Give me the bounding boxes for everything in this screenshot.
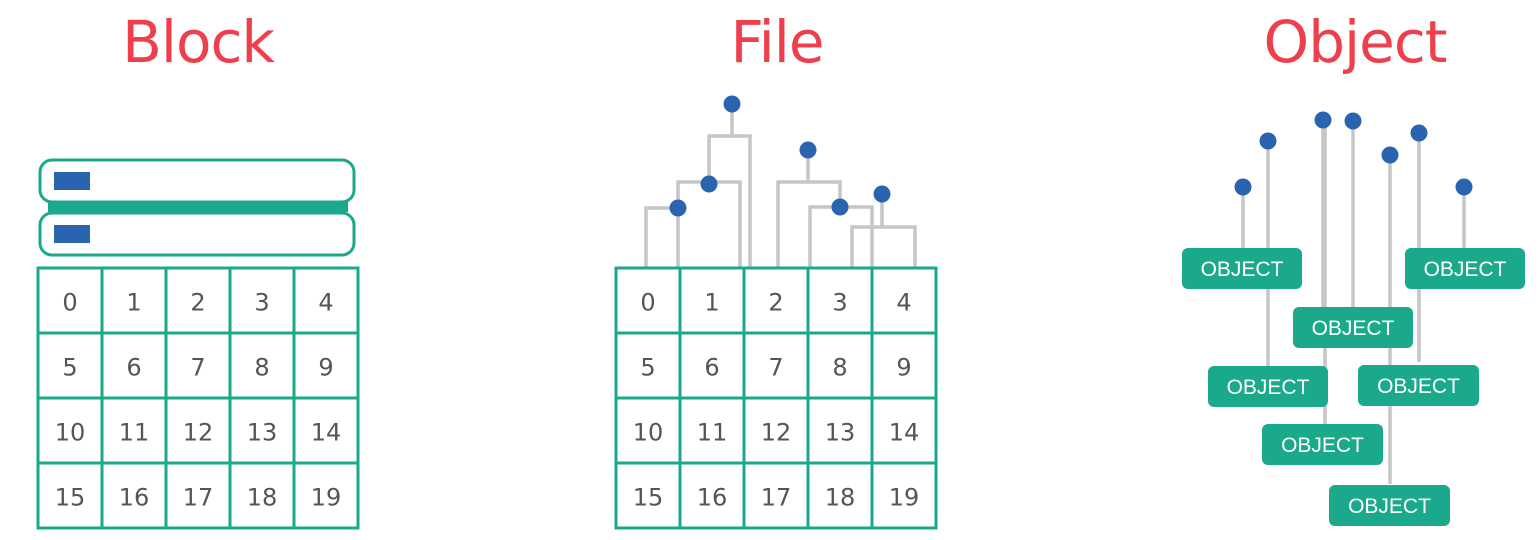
block-grid-cell-number: 8 xyxy=(254,354,269,382)
object-box-label: OBJECT xyxy=(1201,258,1284,281)
file-tree-branch xyxy=(644,206,680,268)
object-box xyxy=(1262,424,1383,465)
block-grid-cell-number: 6 xyxy=(126,354,141,382)
object-box-label: OBJECT xyxy=(1281,434,1364,457)
file-tree-node xyxy=(873,185,891,203)
block-grid-cell-number: 2 xyxy=(190,289,205,317)
file-grid-cell-number: 1 xyxy=(704,289,719,317)
file-tree-node xyxy=(669,199,687,217)
object-box xyxy=(1329,485,1450,526)
file-tree-node xyxy=(831,198,849,216)
file-grid-cell-number: 18 xyxy=(825,484,856,512)
block-grid-cell-number: 14 xyxy=(311,419,342,447)
object-box xyxy=(1293,307,1413,348)
file-grid-cell-number: 13 xyxy=(825,419,856,447)
file-grid-cell-number: 17 xyxy=(761,484,792,512)
block-grid-cell-number: 18 xyxy=(247,484,278,512)
block-volume-bar xyxy=(38,158,356,204)
object-metadata-node xyxy=(1455,178,1473,196)
file-tree-branch xyxy=(676,180,742,268)
object-metadata-node xyxy=(1344,112,1362,130)
file-tree-branch xyxy=(707,134,752,268)
file-grid-cell-number: 7 xyxy=(768,354,783,382)
file-tree-node xyxy=(799,141,817,159)
file-grid-cell-number: 3 xyxy=(832,289,847,317)
file-grid-cell-number: 2 xyxy=(768,289,783,317)
block-grid-cell-number: 16 xyxy=(119,484,150,512)
object-box-label: OBJECT xyxy=(1377,375,1460,398)
block-grid-cell-number: 13 xyxy=(247,419,278,447)
file-tree-node xyxy=(723,95,741,113)
file-grid-cell-number: 19 xyxy=(889,484,920,512)
file-grid-cell-number: 4 xyxy=(896,289,911,317)
object-box xyxy=(1182,248,1302,289)
file-tree-branch xyxy=(808,205,874,268)
object-box xyxy=(1208,366,1328,407)
object-metadata-node xyxy=(1314,111,1332,129)
block-grid-cell-number: 3 xyxy=(254,289,269,317)
block-grid-cell-number: 11 xyxy=(119,419,150,447)
block-volume-link xyxy=(48,202,348,212)
block-grid-cell-number: 9 xyxy=(318,354,333,382)
block-volume-indicator xyxy=(54,172,90,190)
object-box xyxy=(1358,365,1479,406)
object-metadata-node xyxy=(1259,132,1277,150)
block-grid-cell-number: 5 xyxy=(62,354,77,382)
block-title: Block xyxy=(122,8,275,76)
file-grid-cell-number: 10 xyxy=(633,419,664,447)
object-title: Object xyxy=(1263,8,1448,76)
file-grid-cell-number: 6 xyxy=(704,354,719,382)
file-grid-cell-number: 0 xyxy=(640,289,655,317)
block-grid-cell-number: 17 xyxy=(183,484,214,512)
block-grid-cell-number: 10 xyxy=(55,419,86,447)
file-grid-cell-number: 9 xyxy=(896,354,911,382)
file-title: File xyxy=(730,8,824,76)
block-grid-cell-number: 12 xyxy=(183,419,214,447)
object-box-label: OBJECT xyxy=(1348,495,1431,518)
file-tree-node xyxy=(700,175,718,193)
file-grid-cell-number: 15 xyxy=(633,484,664,512)
file-grid-cell-number: 5 xyxy=(640,354,655,382)
block-grid-cell-number: 19 xyxy=(311,484,342,512)
block-grid-cell-number: 0 xyxy=(62,289,77,317)
object-box-label: OBJECT xyxy=(1424,258,1507,281)
object-metadata-node xyxy=(1410,124,1428,142)
file-grid-cell-number: 12 xyxy=(761,419,792,447)
file-grid-cell-number: 8 xyxy=(832,354,847,382)
object-metadata-node xyxy=(1234,178,1252,196)
file-tree-branch xyxy=(850,225,917,268)
block-grid-cell-number: 1 xyxy=(126,289,141,317)
file-grid-cell-number: 16 xyxy=(697,484,728,512)
block-volume-indicator xyxy=(54,225,90,243)
object-box-label: OBJECT xyxy=(1227,376,1310,399)
block-grid-cell-number: 4 xyxy=(318,289,333,317)
file-grid-cell-number: 11 xyxy=(697,419,728,447)
object-box xyxy=(1405,248,1525,289)
object-metadata-node xyxy=(1381,146,1399,164)
object-box-label: OBJECT xyxy=(1312,317,1395,340)
block-grid-cell-number: 7 xyxy=(190,354,205,382)
block-grid-cell-number: 15 xyxy=(55,484,86,512)
file-grid-cell-number: 14 xyxy=(889,419,920,447)
block-volume-bar xyxy=(38,211,356,257)
